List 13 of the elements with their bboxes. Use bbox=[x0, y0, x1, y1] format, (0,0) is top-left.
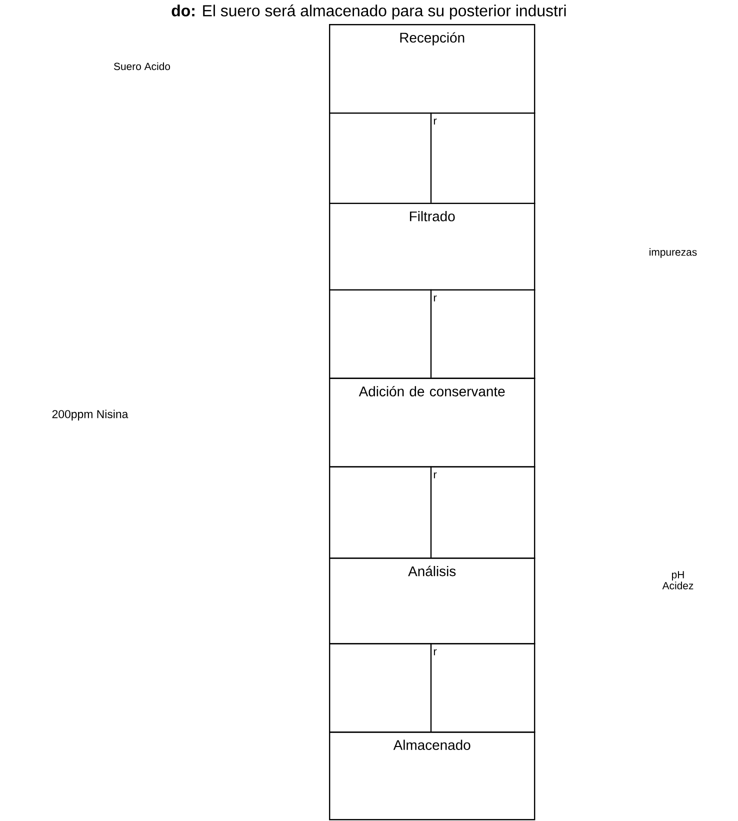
split-box: r bbox=[329, 643, 536, 733]
input-label: 200ppm Nisina bbox=[52, 410, 128, 420]
split-box: r bbox=[329, 466, 536, 559]
process-box: Almacenado bbox=[329, 732, 536, 820]
process-box: Análisis bbox=[329, 558, 536, 644]
process-box: Filtrado bbox=[329, 202, 536, 291]
input-label: Suero Acido bbox=[114, 62, 170, 70]
process-box: Adición de conservante bbox=[329, 378, 536, 468]
split-box: r bbox=[329, 112, 536, 204]
process-box: Recepción bbox=[329, 24, 536, 114]
output-label: impurezas bbox=[650, 248, 697, 258]
output-label: pH Acidez bbox=[662, 571, 694, 590]
split-box: r bbox=[329, 289, 536, 379]
